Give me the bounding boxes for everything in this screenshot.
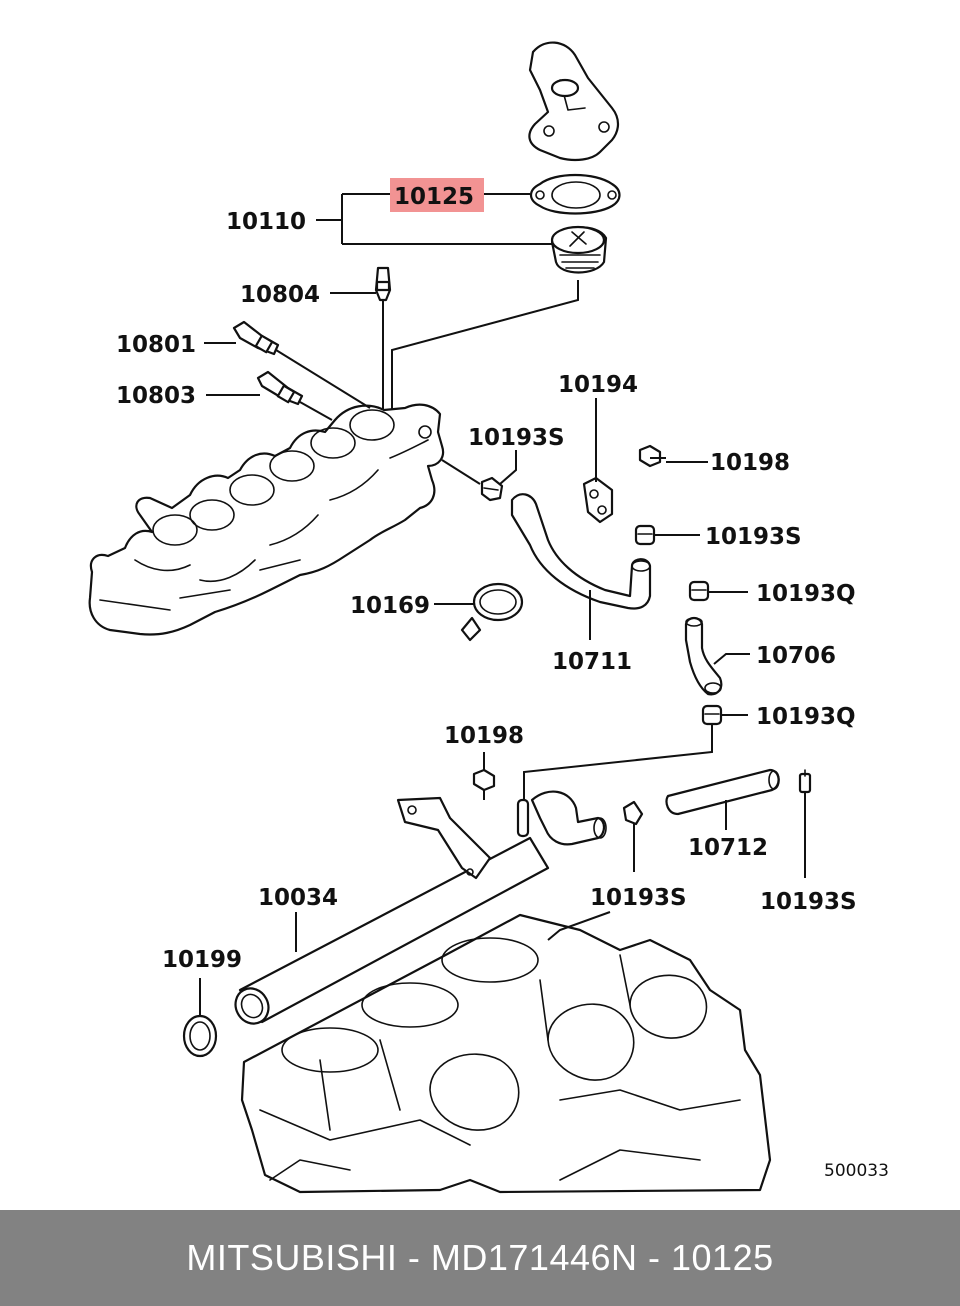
o-ring-10199 (182, 1014, 218, 1058)
coolant-manifold (88, 403, 445, 636)
water-outlet-fitting (528, 41, 620, 162)
clamp-10193q-a (688, 580, 710, 602)
label-10712: 10712 (688, 835, 768, 861)
gasket-10125 (529, 174, 621, 215)
label-10194: 10194 (558, 372, 638, 398)
label-10193q-a: 10193Q (756, 581, 856, 607)
diagram-code: 500033 (824, 1161, 889, 1181)
label-10804: 10804 (240, 282, 320, 308)
clamp-10193s-b (634, 524, 656, 546)
highlight-box (390, 178, 484, 212)
footer-part-number: MD171446 (430, 1237, 612, 1278)
footer-ref: N - 10125 (611, 1237, 774, 1278)
hose-10706 (684, 616, 723, 696)
label-10125: 10125 (394, 184, 474, 210)
clamp-10193s-c (622, 800, 644, 826)
thermostat (550, 225, 608, 274)
label-10803: 10803 (116, 383, 196, 409)
engine-block (240, 913, 772, 1194)
label-10193s-a: 10193S (468, 425, 565, 451)
bolt-10198-a (638, 444, 666, 468)
hose-10711 (510, 493, 652, 610)
clamp-10193q-b (701, 704, 723, 726)
clip-10193s-d (798, 769, 812, 794)
label-10198-b: 10198 (444, 723, 524, 749)
footer-bar: MITSUBISHI - MD171446 N - 10125 (0, 1210, 960, 1306)
label-10711: 10711 (552, 649, 632, 675)
water-pipe-10034 (234, 790, 607, 1025)
label-10193s-b: 10193S (705, 524, 802, 550)
label-10169: 10169 (350, 593, 430, 619)
label-10034: 10034 (258, 885, 338, 911)
sensor-10803 (256, 370, 304, 406)
hose-clamp-10169 (460, 582, 524, 642)
label-10193s-c: 10193S (590, 885, 687, 911)
label-10110: 10110 (226, 209, 306, 235)
label-10199: 10199 (162, 947, 242, 973)
part-labels: 10125 10110 10804 10801 10803 10194 1019… (116, 184, 889, 1181)
sensor-10801 (232, 320, 280, 356)
label-10193s-d: 10193S (760, 889, 857, 915)
clamp-10193s-a (480, 476, 504, 502)
bolt-10198-b (472, 768, 496, 800)
parts-diagram: 10125 10110 10804 10801 10803 10194 1019… (88, 41, 889, 1194)
label-10706: 10706 (756, 643, 836, 669)
bracket-10194 (582, 476, 614, 524)
hose-10712 (665, 768, 780, 816)
footer-brand: MITSUBISHI (186, 1237, 398, 1278)
label-10801: 10801 (116, 332, 196, 358)
leader-lines (199, 193, 806, 1016)
label-10193q-b: 10193Q (756, 704, 856, 730)
sensor-10804 (374, 266, 392, 310)
label-10198-a: 10198 (710, 450, 790, 476)
